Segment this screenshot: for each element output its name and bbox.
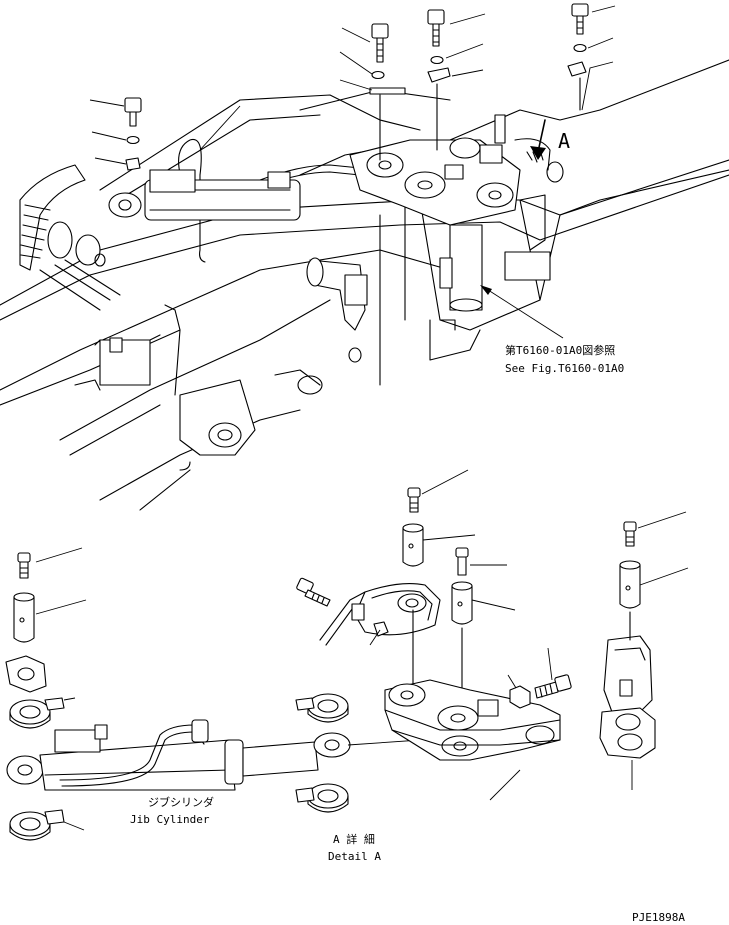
- lever-bore-4: [525, 725, 555, 745]
- center-grease-fitting: [407, 487, 421, 513]
- pin-end: [449, 298, 483, 312]
- cylinder-eye: [108, 192, 142, 218]
- callout-a-arrow: [526, 119, 546, 163]
- hose-fitting: [267, 171, 291, 189]
- reference-leader: [480, 285, 564, 339]
- upper-assembly-view: A 第T6160-01A0図参照 See Fig.T6160-01A0: [0, 3, 729, 511]
- reference-jp: 第T6160-01A0図参照: [505, 343, 615, 357]
- bushing: [75, 234, 101, 266]
- washer: [126, 135, 140, 145]
- left-plate: [5, 655, 47, 693]
- center-mount-plate: [319, 583, 441, 646]
- jib-cylinder: [6, 719, 451, 791]
- drawing-number: PJE1898A: [632, 911, 685, 924]
- callout-letter: A: [558, 129, 570, 153]
- left-grease-fitting: [17, 552, 31, 579]
- top-bolt-2: [427, 9, 451, 83]
- center-grease-fitting-2: [455, 547, 469, 576]
- right-bracket: [504, 138, 564, 281]
- lever-bolt: [296, 577, 331, 607]
- link-pin: [494, 114, 506, 144]
- cylinder-rod-eye: [6, 755, 44, 785]
- jib-cylinder-en: Jib Cylinder: [130, 813, 210, 826]
- upper-cylinder: [108, 169, 301, 221]
- cylinder-head: [224, 739, 244, 785]
- top-bolt-3: [567, 3, 589, 77]
- lever-bore-2: [437, 705, 479, 731]
- detail-en: Detail A: [328, 850, 381, 863]
- link-bore-right: [476, 182, 514, 208]
- detail-jp: A 詳 細: [333, 832, 375, 846]
- washer: [430, 55, 444, 65]
- vertical-pin: [439, 224, 483, 331]
- left-bushing-1: [9, 697, 65, 729]
- cylinder-end-eye: [313, 732, 351, 758]
- right-grease-fitting: [623, 521, 637, 547]
- lever-bore-3: [441, 735, 479, 757]
- pivot-cap: [297, 375, 323, 395]
- mid-bushing-1: [295, 693, 349, 723]
- cylinder-valve: [54, 729, 101, 753]
- link-nut: [479, 144, 503, 164]
- lever-block: [477, 699, 499, 717]
- right-nut: [509, 685, 531, 709]
- link-bore-upper: [366, 152, 404, 178]
- left-bolt: [124, 97, 142, 171]
- lock-plate: [125, 157, 141, 171]
- gear-hub: [47, 221, 73, 259]
- front-bracket: [74, 304, 181, 396]
- left-bushing-2: [9, 809, 65, 841]
- link-block: [444, 164, 464, 180]
- rotating-gear: [19, 164, 121, 311]
- lock-plate: [427, 67, 451, 83]
- washer: [573, 43, 587, 53]
- top-bolt-1: [369, 23, 406, 95]
- center-pin-upper: [402, 523, 424, 567]
- right-cap: [546, 161, 564, 183]
- right-block: [504, 251, 551, 281]
- guide-lines: [379, 77, 581, 161]
- lock-plate: [567, 61, 587, 77]
- lock-plate: [369, 87, 406, 95]
- left-pin: [13, 592, 35, 643]
- upper-linkage: [349, 114, 521, 226]
- jib-lever: [384, 679, 561, 761]
- boom-pivot: [179, 369, 323, 471]
- leader-lines-lower: [35, 469, 689, 831]
- leader-lines-upper: [89, 5, 616, 165]
- mid-bushing-2: [295, 783, 349, 813]
- link-bore-middle: [404, 171, 446, 199]
- lower-exploded-view: ジブシリンダ Jib Cylinder: [5, 469, 689, 863]
- rubber-cap: [344, 274, 368, 306]
- front-block: [99, 339, 151, 386]
- cylinder-rod: [242, 741, 319, 777]
- side-pin: [306, 257, 368, 363]
- lever-bore-1: [388, 683, 426, 707]
- pin-clip: [439, 257, 453, 289]
- right-pin: [619, 560, 641, 609]
- washer: [371, 70, 385, 80]
- right-bracket-lower: [599, 635, 656, 759]
- jib-cylinder-jp: ジブシリンダ: [148, 795, 214, 809]
- reference-en: See Fig.T6160-01A0: [505, 362, 624, 375]
- right-bolt: [534, 674, 572, 699]
- center-pin-lower: [451, 581, 473, 625]
- grease-pin: [449, 137, 481, 159]
- mount-nut: [373, 621, 389, 637]
- pivot-bore: [208, 422, 242, 448]
- valve-block: [149, 169, 196, 193]
- pin-body: [449, 224, 483, 311]
